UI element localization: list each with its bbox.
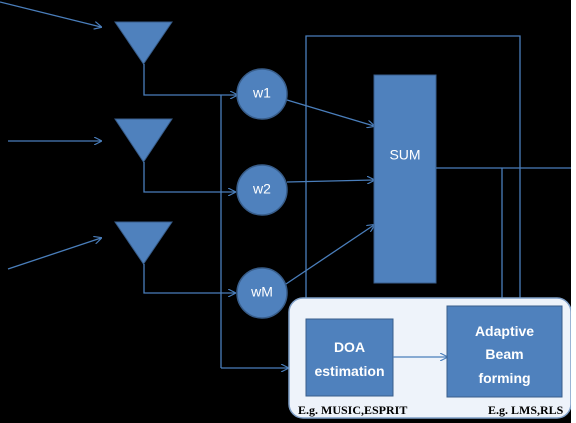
wM-to-sum-arrow: [285, 225, 374, 285]
antenna-2-icon: [114, 118, 173, 163]
doa-caption: E.g. MUSIC,ESPRIT: [298, 403, 407, 417]
weight-label-wM: wM: [250, 284, 273, 300]
weight-node-wM: [236, 267, 288, 319]
weight-label-w2: w2: [252, 181, 271, 197]
antenna-1-to-w1-wire: [143, 64, 237, 95]
weight-node-w2: [236, 164, 288, 216]
sum-block: [373, 74, 437, 284]
doa-label-line2: estimation: [314, 363, 384, 379]
weight-label-w1: w1: [252, 85, 271, 101]
beam-label-line2: Beam: [485, 346, 523, 362]
weight-node-w1: [236, 68, 288, 120]
weight-feedback-wire: [305, 35, 521, 298]
incoming-signal-3-arrow: [7, 238, 101, 270]
beam-caption: E.g. LMS,RLS: [488, 403, 564, 417]
antenna-3-to-wM-wire: [143, 264, 235, 293]
doa-estimation-block: [305, 318, 394, 397]
w1-to-sum-arrow: [286, 99, 374, 126]
w2-to-sum-arrow: [286, 180, 374, 182]
antenna-1-icon: [114, 21, 173, 65]
beam-label-line1: Adaptive: [475, 323, 534, 339]
beam-label-line3: forming: [478, 370, 530, 386]
antenna-2-to-w2-wire: [143, 162, 235, 192]
doa-label-line1: DOA: [334, 339, 365, 355]
adaptive-beamforming-block: [446, 305, 563, 398]
incoming-signal-1-arrow: [0, 1, 101, 27]
antenna-3-icon: [114, 221, 173, 265]
sum-label: SUM: [389, 147, 420, 163]
